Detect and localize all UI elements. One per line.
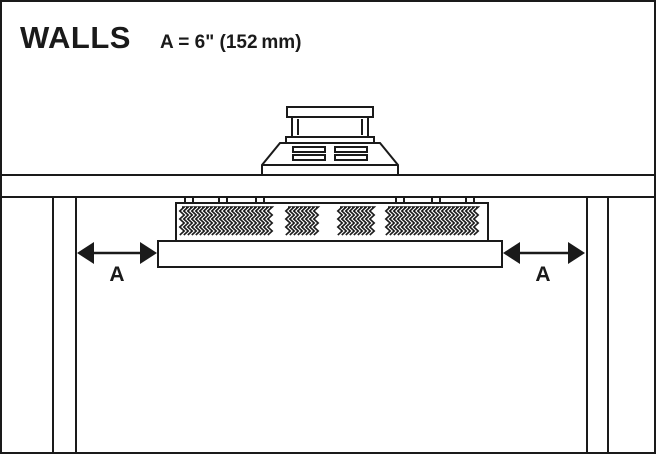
clearance-note: A = 6" (152 mm): [160, 32, 301, 53]
fin-line: [444, 206, 453, 236]
fin-line: [308, 206, 317, 236]
fin-line: [246, 206, 255, 236]
duct-collar: [261, 106, 399, 176]
fin-line: [266, 206, 275, 236]
left-clearance-arrow: [77, 242, 157, 264]
fin-line: [230, 206, 239, 236]
fin-line: [178, 206, 187, 236]
fin-line: [348, 206, 357, 236]
fin-line: [424, 206, 433, 236]
fin-line: [254, 206, 263, 236]
ceiling: [0, 174, 656, 198]
fin-line: [218, 206, 227, 236]
fin-line: [206, 206, 215, 236]
fin-line: [284, 206, 293, 236]
fin-line: [242, 206, 251, 236]
fin-line: [420, 206, 429, 236]
heating-fins: [178, 206, 481, 236]
fin-line: [300, 206, 309, 236]
fin-line: [336, 206, 345, 236]
fin-line: [364, 206, 373, 236]
fin-line: [356, 206, 365, 236]
fin-line: [440, 206, 449, 236]
fin-line: [416, 206, 425, 236]
fin-line: [368, 206, 377, 236]
fin-line: [296, 206, 305, 236]
fin-line: [214, 206, 223, 236]
heater-grille-plate: [157, 240, 503, 268]
fin-line: [352, 206, 361, 236]
fin-line: [428, 206, 437, 236]
fin-line: [388, 206, 397, 236]
fin-line: [258, 206, 267, 236]
fin-line: [226, 206, 235, 236]
fin-line: [448, 206, 457, 236]
fin-line: [456, 206, 465, 236]
fin-line: [190, 206, 199, 236]
fin-line: [412, 206, 421, 236]
fin-line: [234, 206, 243, 236]
right-clearance-arrow: [503, 242, 585, 264]
fin-line: [404, 206, 413, 236]
right-clearance-label: A: [535, 263, 550, 286]
fin-line: [360, 206, 369, 236]
fin-line: [468, 206, 477, 236]
right-wall: [586, 197, 609, 454]
fin-line: [304, 206, 313, 236]
ceiling-heater: [157, 196, 503, 268]
fin-line: [202, 206, 211, 236]
fin-line: [392, 206, 401, 236]
diagram-title: WALLS: [20, 20, 131, 55]
fin-line: [344, 206, 353, 236]
fin-line: [292, 206, 301, 236]
fin-line: [472, 206, 481, 236]
fin-line: [250, 206, 259, 236]
fin-line: [222, 206, 231, 236]
left-wall: [52, 197, 77, 454]
fin-line: [340, 206, 349, 236]
fin-line: [194, 206, 203, 236]
fin-line: [436, 206, 445, 236]
fin-line: [396, 206, 405, 236]
fin-line: [464, 206, 473, 236]
fin-line: [210, 206, 219, 236]
fin-line: [182, 206, 191, 236]
fin-line: [198, 206, 207, 236]
fin-line: [460, 206, 469, 236]
fin-line: [262, 206, 271, 236]
fin-line: [186, 206, 195, 236]
fin-line: [432, 206, 441, 236]
fin-line: [238, 206, 247, 236]
left-clearance-label: A: [109, 263, 124, 286]
fin-line: [312, 206, 321, 236]
fin-line: [400, 206, 409, 236]
fin-line: [288, 206, 297, 236]
fin-line: [384, 206, 393, 236]
fin-line: [408, 206, 417, 236]
fin-line: [452, 206, 461, 236]
